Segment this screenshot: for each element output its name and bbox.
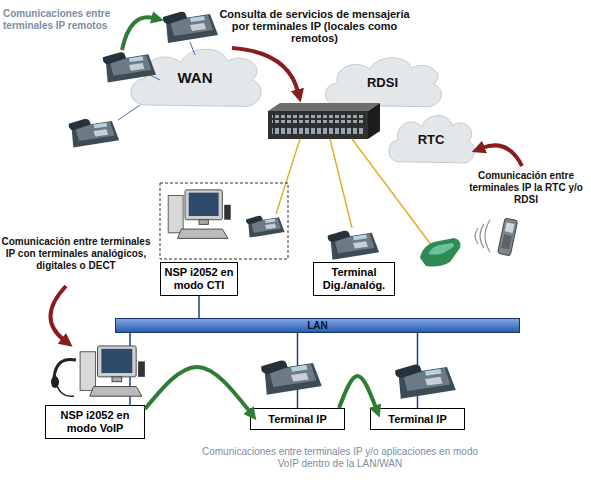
cloud-shape — [131, 49, 261, 106]
annotation-text: Comunicación entre terminales IP la RTC … — [464, 170, 588, 206]
pc-computer — [168, 190, 231, 239]
flow-arrow — [339, 376, 376, 408]
network-switch — [268, 103, 380, 139]
pc-computer — [80, 346, 145, 396]
lan-wire — [297, 333, 299, 408]
switch-front — [268, 111, 368, 139]
network-wire — [118, 105, 140, 120]
flow-arrow — [482, 145, 522, 166]
dect-base — [420, 238, 460, 267]
cloud-shape — [389, 116, 474, 163]
annotation-text: Comunicaciones entre terminales IP remot… — [3, 8, 121, 32]
ip-phone — [261, 360, 322, 394]
lan-wire — [417, 333, 419, 408]
label-box: NSP i2052 en modo VoIP — [45, 405, 145, 439]
phone-wire — [276, 139, 300, 214]
mobile-screen — [505, 222, 515, 232]
group-bracket — [160, 183, 288, 259]
switch-ports — [272, 115, 364, 123]
switch-side — [368, 103, 380, 139]
lan-bus: LAN — [115, 318, 520, 333]
phone-wire — [330, 139, 352, 228]
ip-phone — [395, 364, 456, 398]
network-cloud: RTC — [385, 108, 477, 170]
label-box: Terminal IP — [370, 408, 465, 430]
node-text: WAN — [178, 69, 213, 86]
lan-wire — [198, 296, 200, 318]
dect-highlight — [428, 243, 454, 255]
node-text: Terminal Dig./analóg. — [317, 266, 391, 292]
node-text: RTC — [418, 132, 445, 147]
radio-wave — [475, 228, 478, 244]
flow-arrow — [122, 17, 154, 50]
flow-arrow — [145, 367, 250, 412]
node-text: Terminal IP — [388, 413, 446, 426]
mobile-keypad — [501, 234, 512, 249]
radio-wave — [485, 220, 490, 252]
node-text: NSP i2052 en modo CTI — [164, 266, 234, 292]
label-box: Terminal IP — [250, 408, 345, 430]
switch-ports — [272, 127, 364, 135]
digital-phone — [328, 231, 379, 260]
network-cloud: RDSI — [320, 50, 445, 114]
annotation-text: Comunicación entre terminales IP con ter… — [0, 236, 152, 272]
node-text: NSP i2052 en modo VoIP — [49, 409, 141, 435]
node-text: RDSI — [367, 75, 398, 90]
node-text: Terminal IP — [268, 413, 326, 426]
ip-phone — [163, 12, 218, 43]
mobile-body — [498, 218, 518, 256]
flow-arrow — [50, 286, 66, 340]
headset-band — [54, 359, 76, 378]
annotation-text: Consulta de servicios de mensajería por … — [212, 8, 417, 44]
headset-earcup — [51, 376, 59, 388]
node-text: LAN — [307, 320, 328, 332]
network-cloud: WAN — [125, 40, 265, 115]
annotation-text: Comunicaciones entre terminales IP y/o a… — [192, 446, 488, 470]
headset-mic — [57, 386, 74, 396]
mobile-phone — [498, 218, 518, 256]
label-box: NSP i2052 en modo CTI — [160, 262, 238, 296]
ip-phone — [69, 119, 119, 148]
label-box: Terminal Dig./analóg. — [313, 262, 395, 296]
lan-wire — [129, 333, 131, 405]
dect-body — [420, 238, 460, 267]
cloud-shape — [325, 58, 441, 107]
radio-wave — [480, 224, 484, 248]
ip-phone — [246, 216, 285, 238]
